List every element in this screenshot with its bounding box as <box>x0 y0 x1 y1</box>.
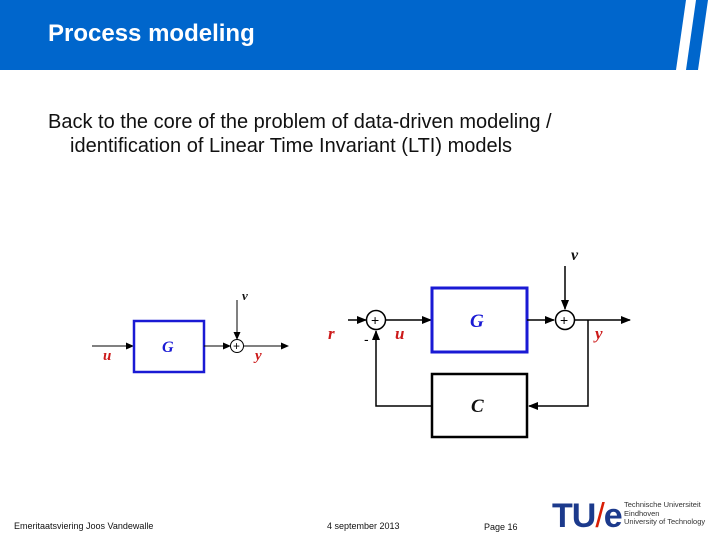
body-line-2: identification of Linear Time Invariant … <box>70 135 513 157</box>
closed-c-label: C <box>471 396 484 417</box>
open-u-label: u <box>103 348 111 364</box>
closed-feedback-sign: - <box>364 331 369 347</box>
open-loop-diagram: u G v + y <box>92 288 289 374</box>
footer-date: 4 september 2013 <box>327 521 400 531</box>
logo-line-3: University of Technology <box>624 517 706 526</box>
closed-sum2-sign: + <box>560 312 568 328</box>
closed-y-label: y <box>593 324 603 343</box>
closed-feedback-path-out <box>372 330 432 407</box>
logo-mark-tu: TU <box>552 497 596 535</box>
closed-r-label: r <box>328 324 335 343</box>
closed-feedback-path-in <box>528 320 589 410</box>
logo-mark-e: e <box>603 497 623 535</box>
footer-page: Page 16 <box>484 522 518 532</box>
closed-loop-diagram: r + - u G v + y C <box>328 247 631 439</box>
closed-sum1-sign: + <box>371 312 379 328</box>
tue-logo-text: Technische Universiteit Eindhoven Univer… <box>624 500 706 527</box>
closed-u-label: u <box>395 324 404 343</box>
footer-author: Emeritaatsviering Joos Vandewalle <box>14 521 154 531</box>
slide-body: Back to the core of the problem of data-… <box>48 110 688 158</box>
body-line-1: Back to the core of the problem of data-… <box>48 111 552 133</box>
tue-logo: TU/e Technische Universiteit Eindhoven U… <box>552 496 720 536</box>
logo-mark-slash: / <box>595 497 605 535</box>
closed-g-label: G <box>470 311 484 332</box>
tue-logo-mark: TU/e <box>552 496 623 536</box>
slide-title: Process modeling <box>48 20 255 47</box>
header-background <box>0 0 708 70</box>
open-g-label: G <box>162 339 174 356</box>
open-sum-sign: + <box>233 339 240 353</box>
logo-line-2: Eindhoven <box>624 508 660 518</box>
open-v-label: v <box>242 288 248 303</box>
logo-line-1: Technische Universiteit <box>624 500 701 509</box>
open-y-label: y <box>253 348 262 364</box>
header-banner: Process modeling <box>0 0 720 70</box>
closed-v-label: v <box>571 247 579 264</box>
